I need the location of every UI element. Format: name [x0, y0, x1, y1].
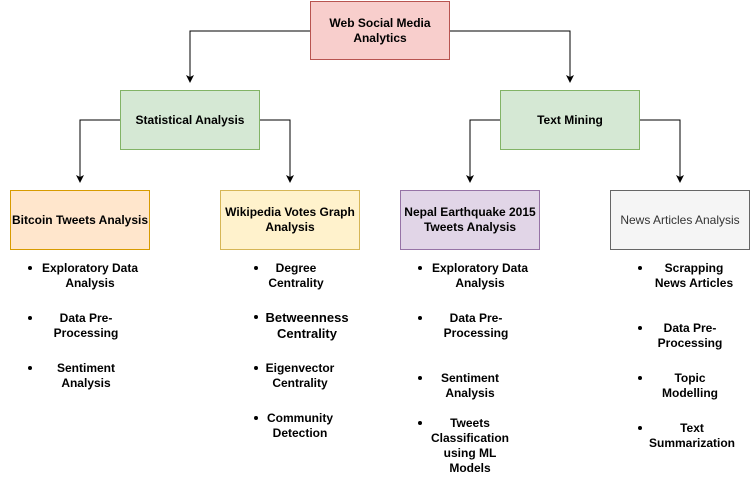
news-articles-node: News Articles Analysis — [610, 190, 750, 250]
root-node: Web Social Media Analytics — [310, 1, 450, 60]
list-item: Community Detection — [267, 411, 333, 440]
nepal-earthquake-node: Nepal Earthquake 2015 Tweets Analysis — [400, 190, 540, 250]
list-bullet — [638, 266, 642, 270]
list-bullet — [418, 376, 422, 380]
statistical-analysis-label: Statistical Analysis — [135, 112, 245, 127]
list-bullet — [418, 266, 422, 270]
list-bullet — [28, 316, 32, 320]
list-bullet — [28, 366, 32, 370]
edge-statistical-wikipedia — [260, 119, 294, 183]
list-item: Degree Centrality — [268, 261, 324, 290]
text-mining-label: Text Mining — [537, 112, 603, 127]
list-item: Sentiment Analysis — [56, 361, 115, 390]
list-item: Scrapping News Articles — [654, 261, 734, 290]
list-item: Sentiment Analysis — [440, 371, 499, 400]
edge-textmining-nepal — [466, 119, 500, 183]
news-articles-label: News Articles Analysis — [620, 212, 740, 227]
list-bullet — [638, 326, 642, 330]
text-mining-node: Text Mining — [500, 90, 640, 150]
list-item: Tweets Classification using ML Models — [430, 416, 510, 475]
list-bullet — [418, 421, 422, 425]
edge-statistical-bitcoin — [76, 119, 120, 183]
list-bullet — [254, 416, 258, 420]
list-item: Exploratory Data Analysis — [431, 261, 529, 290]
edge-root-statistical — [186, 30, 310, 83]
list-item: Data Pre-Processing — [443, 311, 509, 340]
list-item: Text Summarization — [648, 421, 735, 450]
list-bullet — [254, 266, 258, 270]
list-item: Exploratory Data Analysis — [41, 261, 139, 290]
wikipedia-votes-label: Wikipedia Votes Graph Analysis — [225, 205, 355, 234]
list-bullet — [254, 366, 258, 370]
list-bullet — [638, 376, 642, 380]
bitcoin-tweets-label: Bitcoin Tweets Analysis — [11, 212, 149, 227]
list-item: Betweenness Centrality — [265, 310, 349, 341]
list-item: Topic Modelling — [662, 371, 718, 400]
list-bullet — [28, 266, 32, 270]
bitcoin-tweets-node: Bitcoin Tweets Analysis — [10, 190, 150, 250]
wikipedia-votes-node: Wikipedia Votes Graph Analysis — [220, 190, 360, 250]
root-node-label: Web Social Media Analytics — [329, 15, 431, 45]
edge-root-textmining — [450, 30, 574, 83]
list-item: Data Pre-Processing — [657, 321, 723, 350]
list-bullet — [638, 426, 642, 430]
list-item: Eigenvector Centrality — [265, 361, 335, 390]
list-item: Data Pre-Processing — [53, 311, 119, 340]
nepal-earthquake-label: Nepal Earthquake 2015 Tweets Analysis — [404, 205, 536, 234]
list-bullet — [254, 315, 258, 319]
edge-textmining-news — [640, 119, 684, 183]
list-bullet — [418, 316, 422, 320]
statistical-analysis-node: Statistical Analysis — [120, 90, 260, 150]
